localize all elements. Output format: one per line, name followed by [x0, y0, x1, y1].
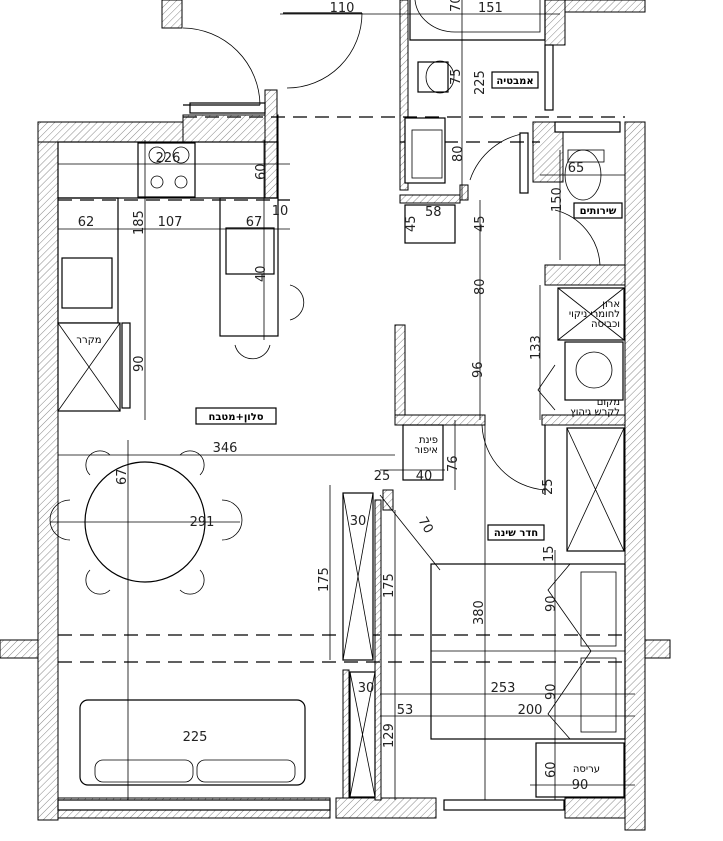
- dim-dining-width: 291: [190, 515, 215, 530]
- bed: [430, 563, 626, 798]
- dim-gap-15: 15: [542, 545, 557, 562]
- dim-entry-door: 110: [330, 1, 355, 16]
- dim-bed-half-2: 90: [544, 683, 559, 700]
- dim-island-sink: 40: [254, 265, 269, 282]
- sofa: [79, 699, 306, 786]
- room-label-bedroom: חדר שינה: [494, 528, 538, 539]
- dim-stove: 226: [156, 151, 181, 166]
- dim-sink-depth: 45: [473, 215, 488, 232]
- dim-living-width: 346: [213, 441, 238, 456]
- dim-sink-side: 45: [404, 215, 419, 232]
- dim-island-width: 67: [246, 215, 263, 230]
- label-ironing-board-2: לקרש גיהוץ: [570, 407, 620, 418]
- dim-closet-depth: 30: [358, 681, 375, 696]
- dim-kitchen-depth: 185: [132, 210, 147, 235]
- dim-crib-width: 90: [572, 778, 589, 793]
- dim-toilet-bath: 75: [449, 68, 464, 85]
- label-fridge: מקרר: [76, 335, 101, 346]
- dimension-labels: 110 70 151 75 225 80 58 45 45 65 150 226…: [78, 0, 589, 793]
- dim-wardrobe-len2: 175: [382, 573, 397, 598]
- doors: [182, 12, 601, 571]
- dim-sink-width: 58: [425, 205, 442, 220]
- dim-sofa: 225: [183, 730, 208, 745]
- label-makeup-corner-1: פינת: [419, 435, 438, 446]
- dim-bath-depth: 70: [449, 0, 464, 12]
- dim-crib-depth: 60: [544, 761, 559, 778]
- dim-bedroom-len: 380: [472, 600, 487, 625]
- dimension-lines: [50, 0, 635, 800]
- dim-toilet-width: 65: [568, 161, 585, 176]
- dim-bed-half-1: 90: [544, 595, 559, 612]
- dim-wardrobe-depth: 30: [350, 514, 367, 529]
- dim-dining-chair: 67: [115, 468, 130, 485]
- dim-island-offset: 10: [272, 204, 289, 219]
- dim-door-25: 25: [541, 478, 556, 495]
- label-makeup-corner-2: איפור: [414, 445, 438, 456]
- room-label-toilet: שירותים: [580, 206, 617, 217]
- laundry: [342, 287, 625, 798]
- dim-counter-depth: 60: [254, 163, 269, 180]
- crib: [535, 742, 625, 798]
- dim-makeup-width: 40: [416, 469, 433, 484]
- dim-bath-length: 225: [473, 70, 488, 95]
- windows: [57, 102, 621, 811]
- dim-bath-sink: 80: [451, 145, 466, 162]
- dim-bed-side: 53: [397, 703, 414, 718]
- bathroom: [404, 0, 605, 244]
- dim-makeup-offset: 25: [374, 469, 391, 484]
- dim-corridor: 80: [473, 278, 488, 295]
- label-cleaning-cabinet-1: ארון: [602, 299, 620, 310]
- kitchen: [57, 141, 305, 412]
- dim-door-96: 96: [471, 361, 486, 378]
- dim-bath-width: 151: [478, 1, 503, 16]
- label-cleaning-cabinet-3: וכביסה: [591, 319, 620, 330]
- room-label-bathroom: אמבטיה: [496, 76, 533, 87]
- dim-laundry: 133: [529, 335, 544, 360]
- dim-left-counter: 62: [78, 215, 95, 230]
- dim-bedroom-width: 253: [491, 681, 516, 696]
- dim-makeup-depth: 76: [446, 455, 461, 472]
- label-ironing-board-1: מקום: [597, 397, 620, 408]
- dim-bedroom-door: 70: [415, 515, 436, 537]
- dim-kitchen-gap: 107: [158, 215, 183, 230]
- dim-toilet-len: 150: [550, 187, 565, 212]
- dim-wardrobe-len: 175: [317, 567, 332, 592]
- dim-bed-length: 200: [518, 703, 543, 718]
- room-label-living-kitchen: סלון+מטבח: [208, 412, 263, 423]
- dim-fridge-width: 90: [132, 355, 147, 372]
- label-crib: עריסה: [573, 764, 600, 775]
- fixture-labels: מקרר ארון לחומרי ניקוי וכביסה מקום לקרש …: [76, 299, 620, 775]
- room-labels: סלון+מטבח חדר שינה אמבטיה שירותים: [195, 71, 623, 541]
- dim-closet-len: 129: [382, 723, 397, 748]
- label-cleaning-cabinet-2: לחומרי ניקוי: [569, 309, 620, 320]
